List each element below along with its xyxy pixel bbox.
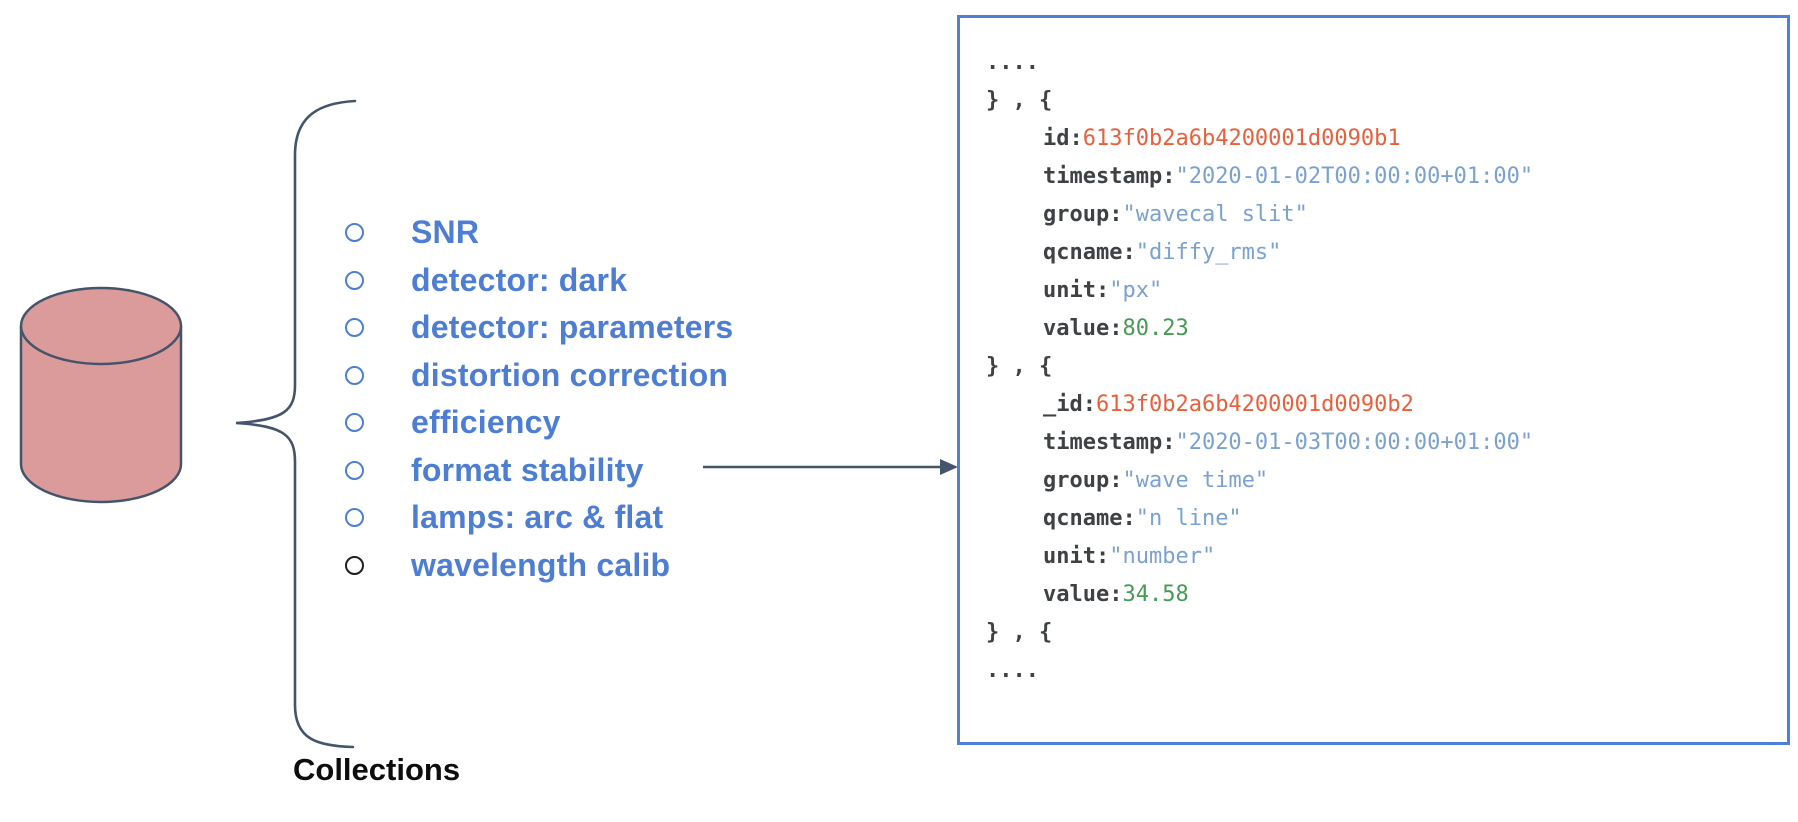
code-segment-plain: .... <box>986 50 1039 75</box>
code-segment-key: timestamp: <box>1043 430 1176 455</box>
code-segment-id: 613f0b2a6b4200001d0090b2 <box>1095 392 1414 417</box>
code-line: qcname:"n line" <box>1043 500 1773 538</box>
code-line: } , { <box>986 348 1773 386</box>
list-item: format stability <box>345 447 733 495</box>
bullet-circle-icon <box>345 270 364 290</box>
code-segment-key: timestamp: <box>1043 164 1176 189</box>
list-item: SNR <box>345 209 733 257</box>
code-segment-string: "number" <box>1109 544 1216 569</box>
code-line: timestamp:"2020-01-02T00:00:00+01:00" <box>1043 158 1773 196</box>
code-segment-plain: } , { <box>986 620 1053 645</box>
curly-brace-icon <box>235 99 357 749</box>
code-segment-key: id: <box>1043 126 1083 151</box>
list-item: lamps: arc & flat <box>345 494 733 542</box>
database-icon <box>19 286 183 504</box>
bullet-circle-icon <box>345 318 364 338</box>
code-line: unit:"number" <box>1043 538 1773 576</box>
code-segment-plain: } , { <box>986 88 1053 113</box>
bullet-circle-icon <box>345 223 364 243</box>
right-arrow-icon <box>703 459 958 475</box>
code-segment-key: qcname: <box>1043 506 1136 531</box>
code-line: unit:"px" <box>1043 272 1773 310</box>
code-line: } , { <box>986 82 1773 120</box>
code-segment-string: "px" <box>1109 278 1163 303</box>
collection-label: format stability <box>411 451 644 488</box>
code-segment-key: group: <box>1043 468 1123 493</box>
list-item: detector: parameters <box>345 304 733 352</box>
code-segment-plain: } , { <box>986 354 1053 379</box>
code-segment-plain: .... <box>986 658 1039 683</box>
code-segment-key: unit: <box>1043 278 1110 303</box>
code-segment-key: value: <box>1043 582 1123 607</box>
collection-label: detector: dark <box>411 261 628 298</box>
code-line: .... <box>986 44 1773 82</box>
code-segment-key: unit: <box>1043 544 1110 569</box>
code-segment-string: "2020-01-02T00:00:00+01:00" <box>1175 164 1534 189</box>
bullet-circle-icon <box>345 508 364 528</box>
collection-label: SNR <box>411 214 480 251</box>
code-line: } , { <box>986 614 1773 652</box>
code-line: id:613f0b2a6b4200001d0090b1 <box>1043 120 1773 158</box>
collection-label: lamps: arc & flat <box>411 499 664 536</box>
code-line: _id:613f0b2a6b4200001d0090b2 <box>1043 386 1773 424</box>
code-segment-id: 613f0b2a6b4200001d0090b1 <box>1082 126 1401 151</box>
code-segment-string: "n line" <box>1135 506 1242 531</box>
code-segment-key: qcname: <box>1043 240 1136 265</box>
list-item: detector: dark <box>345 257 733 305</box>
code-segment-string: "wavecal slit" <box>1122 202 1308 227</box>
code-line: qcname:"diffy_rms" <box>1043 234 1773 272</box>
bullet-circle-icon <box>345 460 364 480</box>
list-item: distortion correction <box>345 352 733 400</box>
code-segment-number: 80.23 <box>1122 316 1189 341</box>
list-item: efficiency <box>345 399 733 447</box>
code-segment-key: value: <box>1043 316 1123 341</box>
code-segment-string: "wave time" <box>1122 468 1269 493</box>
bullet-circle-icon <box>345 413 364 433</box>
list-item: wavelength calib <box>345 542 733 590</box>
code-segment-number: 34.58 <box>1122 582 1189 607</box>
collection-label: distortion correction <box>411 356 729 393</box>
code-line: value:80.23 <box>1043 310 1773 348</box>
collection-label: efficiency <box>411 404 561 441</box>
code-line: value:34.58 <box>1043 576 1773 614</box>
collections-caption: Collections <box>293 752 461 787</box>
bullet-circle-icon <box>345 555 364 575</box>
bullet-circle-icon <box>345 365 364 385</box>
code-line: group:"wave time" <box>1043 462 1773 500</box>
code-segment-string: "diffy_rms" <box>1135 240 1282 265</box>
code-line: timestamp:"2020-01-03T00:00:00+01:00" <box>1043 424 1773 462</box>
code-segment-string: "2020-01-03T00:00:00+01:00" <box>1175 430 1534 455</box>
code-line: .... <box>986 652 1773 690</box>
collections-list: SNR detector: dark detector: parameters dis… <box>345 209 733 589</box>
code-line: group:"wavecal slit" <box>1043 196 1773 234</box>
collection-label: wavelength calib <box>411 546 671 583</box>
collection-label: detector: parameters <box>411 309 734 346</box>
code-segment-key: group: <box>1043 202 1123 227</box>
code-segment-key: _id: <box>1043 392 1096 417</box>
